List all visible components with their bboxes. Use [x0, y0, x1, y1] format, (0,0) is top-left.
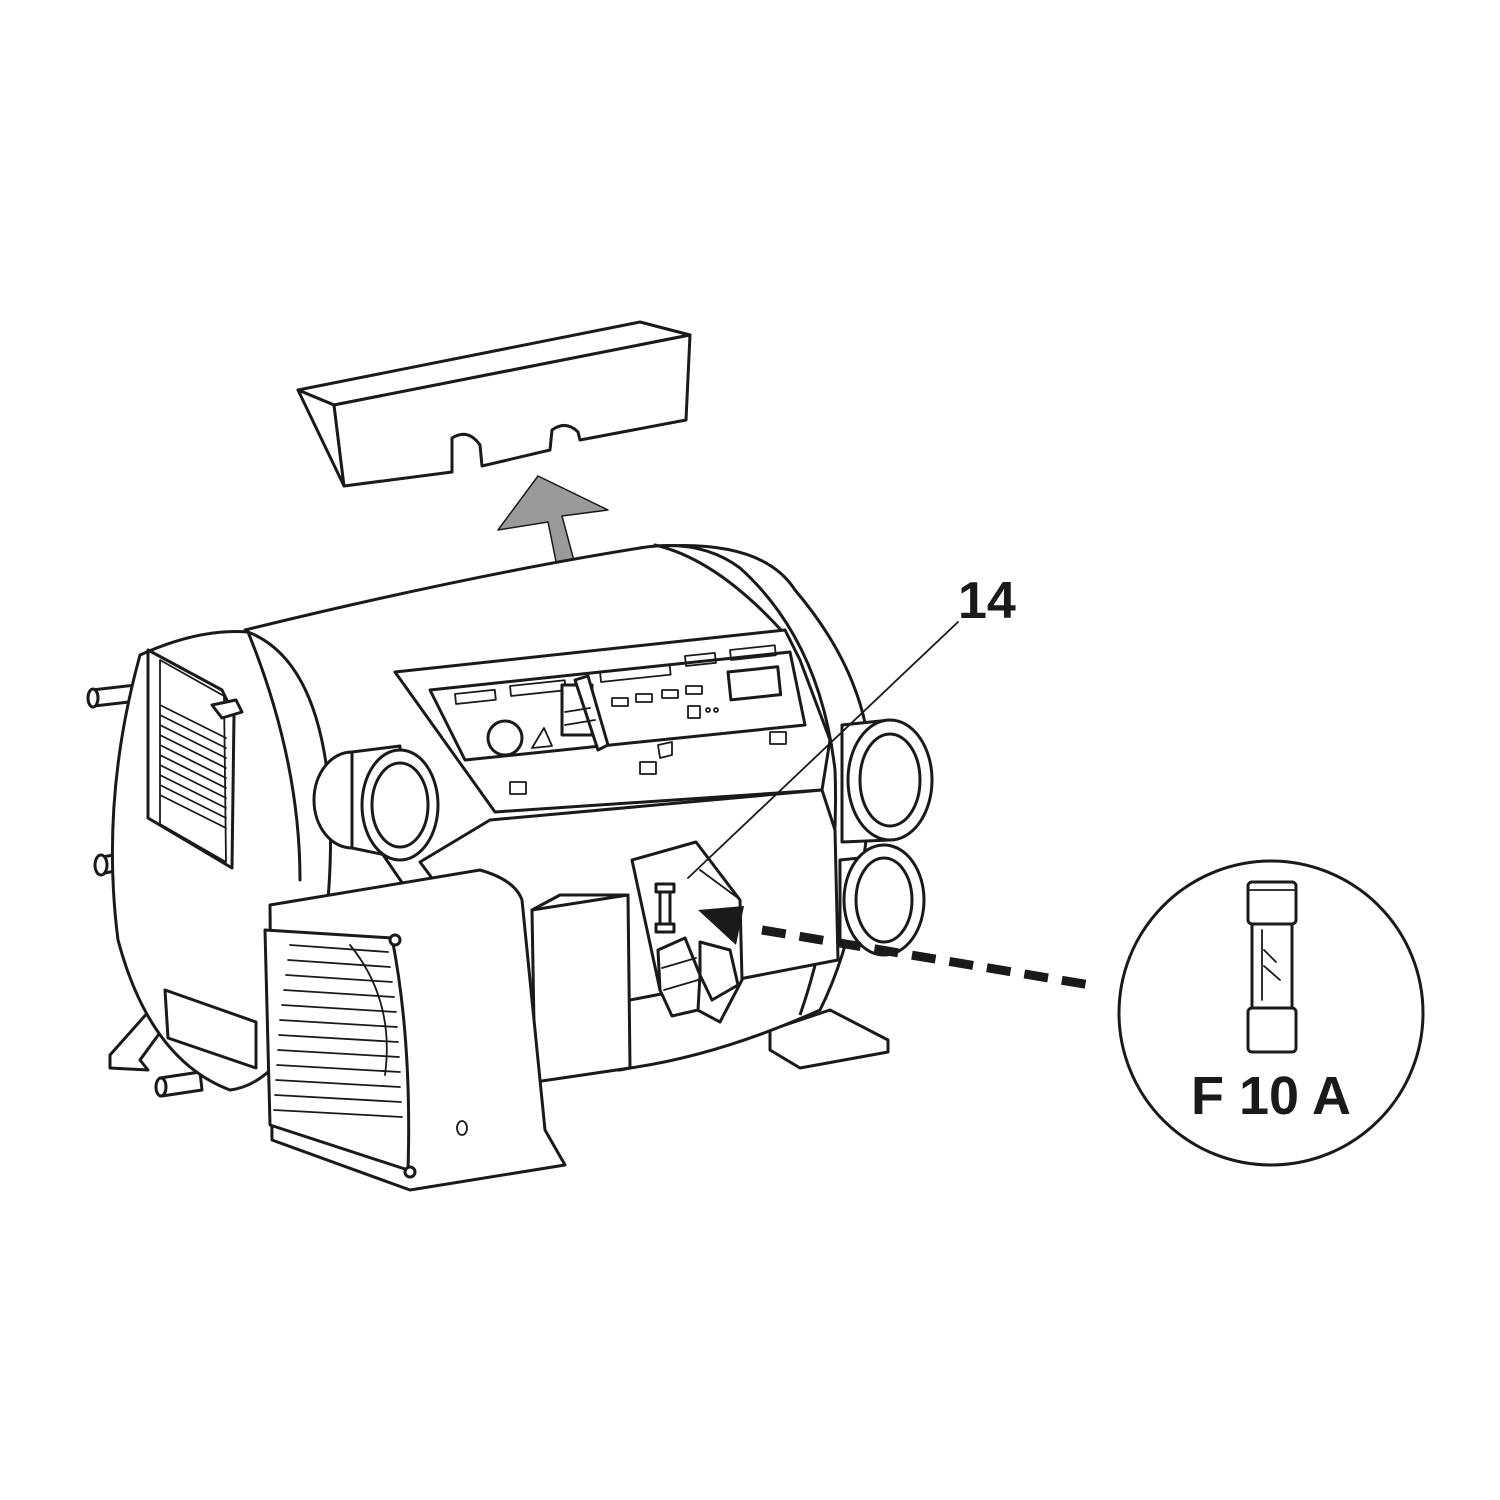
- right-duct-outlet-upper: [840, 718, 934, 844]
- screw-bottom: [403, 1165, 417, 1179]
- callout-leader-line: [687, 621, 959, 879]
- heater-unit-icon: [86, 543, 934, 1192]
- control-panel: [393, 628, 832, 814]
- fuse-detail: F 10 A: [1117, 859, 1425, 1167]
- side-slot: [163, 988, 258, 1070]
- left-grille-slats: [159, 704, 227, 829]
- dashed-pointer-arrow-icon: [698, 906, 1091, 990]
- fuse-icon: [1246, 880, 1298, 1054]
- fuse-holder: [630, 840, 744, 1024]
- left-duct-outlet: [312, 744, 440, 862]
- callout-label: 14: [958, 572, 1016, 630]
- front-grille-frame: [263, 928, 411, 1172]
- cover-panel-icon: [296, 320, 692, 488]
- screw-top: [388, 933, 402, 947]
- fuse-rating-label: F 10 A: [1191, 1066, 1351, 1126]
- right-foot: [768, 1008, 890, 1070]
- front-block: [530, 893, 632, 1084]
- front-grille-slats: [273, 944, 403, 1118]
- right-duct-outlet-lower: [838, 843, 926, 957]
